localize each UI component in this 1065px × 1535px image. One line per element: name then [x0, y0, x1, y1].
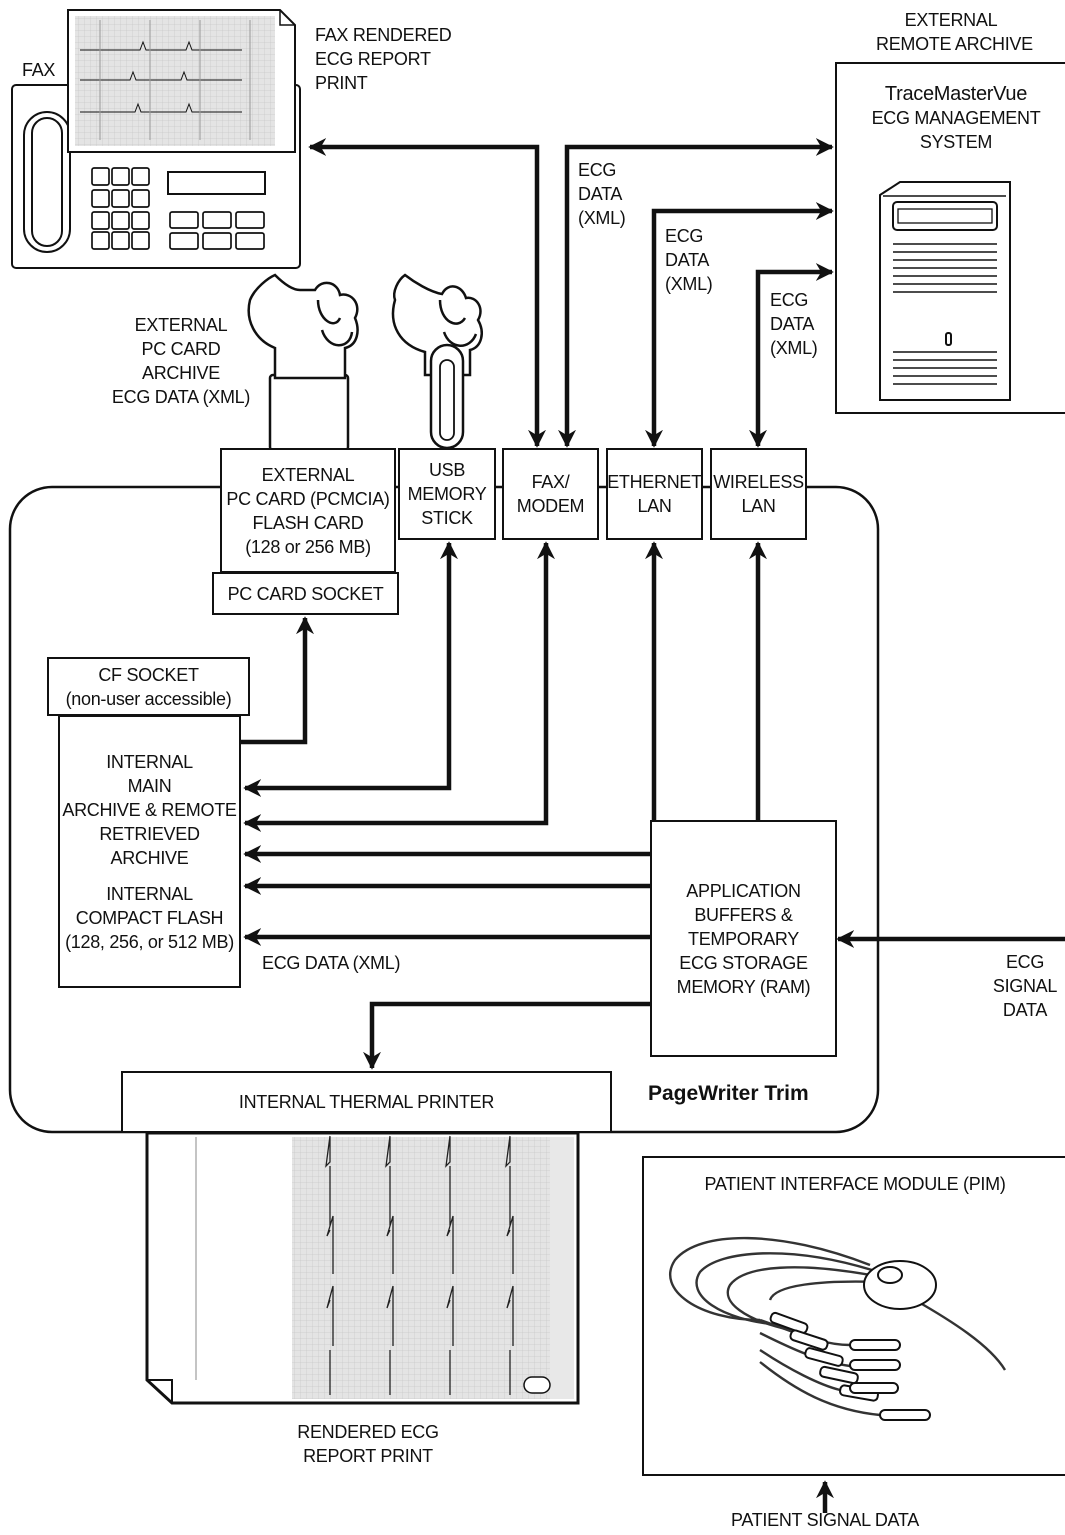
pim-label: PATIENT INTERFACE MODULE (PIM)	[704, 1174, 1006, 1194]
fax-label: FAX	[22, 60, 56, 80]
pim-box	[642, 1156, 1065, 1476]
thermal-printer-box: INTERNAL THERMAL PRINTER	[121, 1071, 612, 1133]
pc-card-socket-box: PC CARD SOCKET	[212, 572, 399, 615]
server-tower-icon	[879, 181, 1011, 401]
pagewriter-trim-label: PageWriter Trim	[648, 1082, 809, 1105]
fax-modem-box: FAX/MODEM	[502, 448, 599, 540]
ecg-data-internal-label: ECG DATA (XML)	[262, 953, 401, 973]
cf-socket-box: CF SOCKET(non-user accessible)	[47, 657, 250, 716]
pim-module-icon	[769, 1260, 937, 1421]
fax-machine-icon	[11, 9, 301, 269]
usb-stick-hand-icon	[391, 273, 483, 450]
rendered-ecg-print-icon	[145, 1131, 580, 1405]
patient-signal-data-label: PATIENT SIGNAL DATA	[730, 1510, 919, 1530]
